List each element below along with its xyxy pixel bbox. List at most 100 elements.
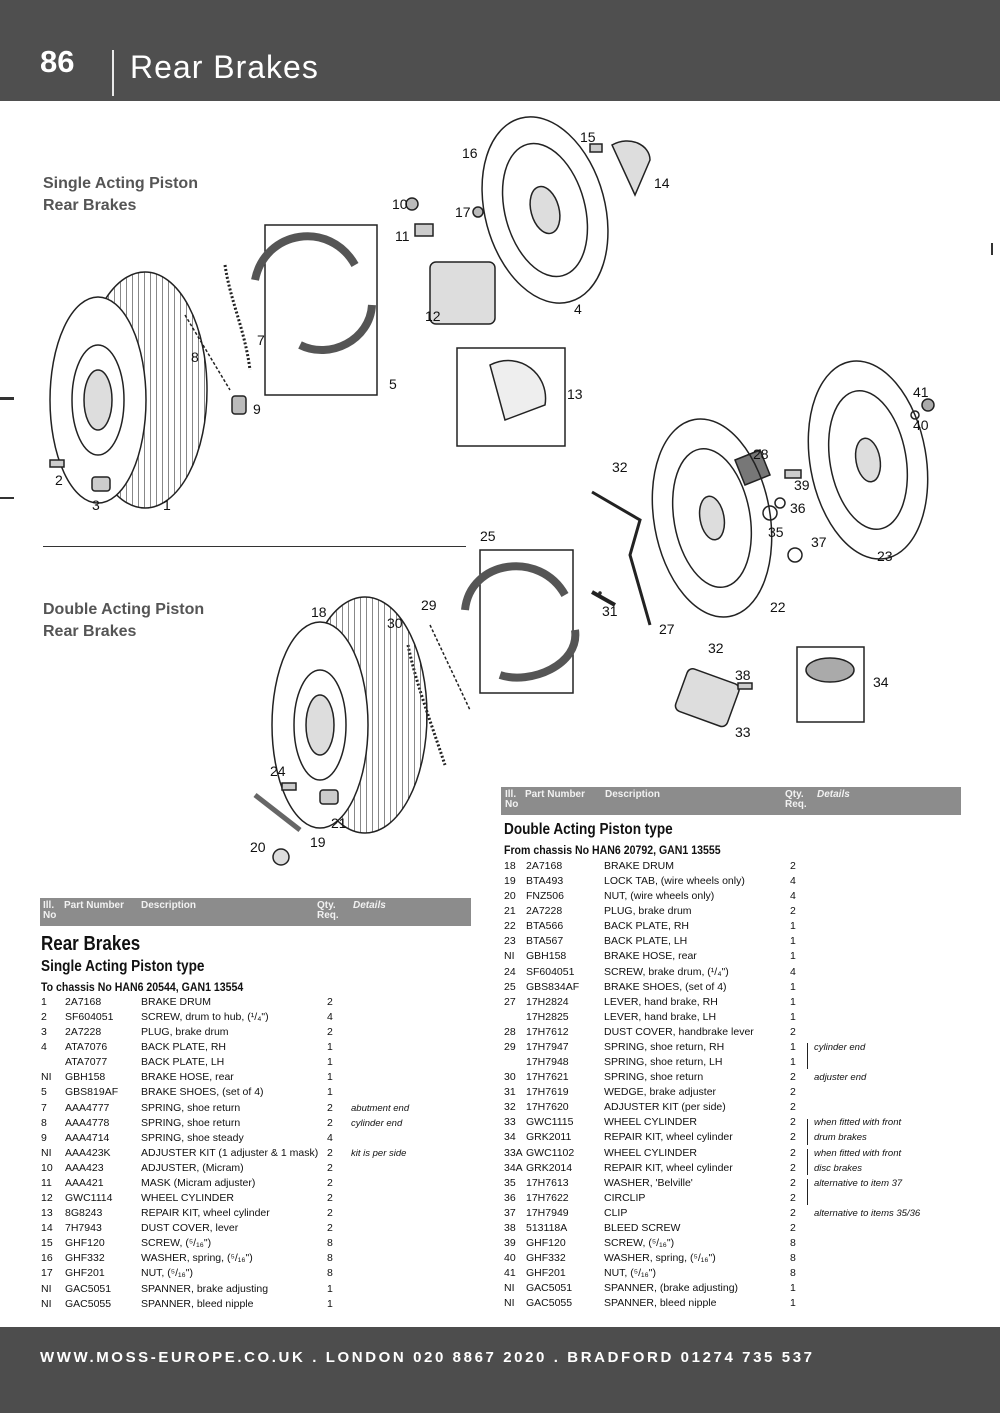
detail-bracket <box>804 1043 808 1069</box>
caption-single: Single Acting Piston Rear Brakes <box>43 173 198 217</box>
callout-34: 34 <box>873 674 889 690</box>
row-qty: 2 <box>790 1206 796 1219</box>
row-ill: 21 <box>504 905 516 918</box>
wheel-cylinder-drawing <box>429 261 496 325</box>
row-qty: 1 <box>790 1282 796 1295</box>
row-part: ATA7076 <box>65 1041 108 1054</box>
edge-mark <box>991 243 993 255</box>
row-desc: WHEEL CYLINDER <box>604 1116 697 1129</box>
row-part: BTA566 <box>526 920 564 933</box>
repair-kit-drawing <box>805 657 855 683</box>
screw-drawing <box>784 469 802 479</box>
callout-10: 10 <box>392 196 408 212</box>
row-qty: 8 <box>327 1267 333 1280</box>
row-ill: 28 <box>504 1025 516 1038</box>
row-part: 513118A <box>526 1221 568 1234</box>
row-details: kit is per side <box>351 1147 407 1159</box>
row-desc: DUST COVER, lever <box>141 1222 239 1235</box>
row-desc: BACK PLATE, LH <box>141 1056 225 1069</box>
row-part: ATA7077 <box>65 1056 108 1069</box>
row-qty: 2 <box>327 1176 333 1189</box>
edge-mark <box>0 397 14 400</box>
col-qty: Qty.Req. <box>317 900 339 921</box>
col-desc: Description <box>605 789 661 800</box>
row-ill: 32 <box>504 1101 516 1114</box>
repair-kit-drawing <box>489 359 547 421</box>
row-desc: BRAKE HOSE, rear <box>141 1071 234 1084</box>
callout-13: 13 <box>567 386 583 402</box>
row-part: GHF120 <box>526 1237 566 1249</box>
row-desc: WASHER, 'Belville' <box>604 1176 693 1189</box>
row-details: adjuster end <box>814 1072 867 1084</box>
left-chassis: To chassis No HAN6 20544, GAN1 13554 <box>41 980 244 994</box>
row-qty: 2 <box>790 1116 796 1129</box>
callout-3: 3 <box>92 497 100 513</box>
callout-8: 8 <box>191 349 199 365</box>
caption-double-line2: Rear Brakes <box>43 623 137 640</box>
exploded-brake-diagram: 1 2 3 4 5 7 8 9 10 11 12 13 14 15 16 17 … <box>49 116 935 866</box>
row-part: GRK2014 <box>526 1161 573 1174</box>
col-details: Details <box>817 789 850 800</box>
callout-22: 22 <box>770 599 786 615</box>
row-ill: 1 <box>41 996 47 1008</box>
row-part: GHF332 <box>65 1252 105 1265</box>
row-details: abutment end <box>351 1102 410 1114</box>
row-ill: 2 <box>41 1011 47 1024</box>
row-part: 17H2825 <box>526 1010 569 1023</box>
row-ill: 35 <box>504 1176 516 1189</box>
detail-bracket <box>804 1119 808 1145</box>
row-desc: LEVER, hand brake, LH <box>604 1010 717 1023</box>
row-ill: 12 <box>41 1192 53 1205</box>
row-part: SF604051 <box>65 1011 114 1024</box>
row-qty: 1 <box>327 1297 333 1310</box>
row-ill: 30 <box>504 1071 516 1084</box>
row-qty: 1 <box>790 1297 796 1310</box>
callout-9: 9 <box>253 401 261 417</box>
row-ill: 11 <box>41 1176 52 1189</box>
brake-drum-2-drawing <box>271 596 428 834</box>
spring-drawing <box>184 314 231 391</box>
callout-35: 35 <box>768 524 784 540</box>
row-desc: SPRING, shoe steady <box>141 1131 244 1144</box>
row-ill: 38 <box>504 1221 516 1234</box>
row-qty: 1 <box>790 920 796 933</box>
caption-single-line1: Single Acting Piston <box>43 175 198 192</box>
row-part: 17H7621 <box>526 1071 569 1084</box>
row-qty: 2 <box>327 1146 333 1159</box>
mask-drawing <box>414 223 434 237</box>
detail-bracket <box>804 1179 808 1205</box>
brake-shoe-drawing <box>498 629 580 682</box>
right-chassis: From chassis No HAN6 20792, GAN1 13555 <box>504 843 721 857</box>
row-part: GBH158 <box>526 950 567 963</box>
row-desc: WHEEL CYLINDER <box>141 1192 234 1205</box>
callout-4: 4 <box>574 301 582 317</box>
brake-shoes-box-2 <box>479 549 574 694</box>
row-ill: 7 <box>41 1101 47 1114</box>
row-desc: BACK PLATE, RH <box>604 920 689 933</box>
screw-drawing <box>589 143 603 153</box>
nut-drawing <box>472 206 484 218</box>
callout-31: 31 <box>602 603 618 619</box>
row-part: GBS834AF <box>526 980 580 993</box>
row-ill: 15 <box>41 1237 53 1250</box>
row-desc: WHEEL CYLINDER <box>604 1146 697 1159</box>
row-desc: NUT, (⁵/₁₆") <box>141 1267 194 1280</box>
callout-32: 32 <box>612 459 628 475</box>
row-part: GAC5055 <box>65 1297 112 1310</box>
callout-37: 37 <box>811 534 827 550</box>
row-part: SF604051 <box>526 965 575 978</box>
row-part: 2A7168 <box>65 996 102 1008</box>
row-ill: 22 <box>504 920 516 933</box>
row-desc: SPANNER, (brake adjusting) <box>604 1282 739 1295</box>
row-desc: SPRING, shoe return <box>141 1116 241 1129</box>
row-qty: 1 <box>327 1041 333 1054</box>
row-part: GAC5051 <box>526 1282 573 1295</box>
row-ill: NI <box>504 1282 515 1295</box>
row-qty: 2 <box>790 1146 796 1159</box>
row-qty: 2 <box>327 1101 333 1114</box>
row-desc: SCREW, brake drum, (¹/₄") <box>604 965 729 978</box>
dust-cover-drawing <box>611 140 651 197</box>
header-divider <box>112 50 114 96</box>
row-ill: NI <box>504 950 515 963</box>
washer-drawing <box>910 410 920 420</box>
